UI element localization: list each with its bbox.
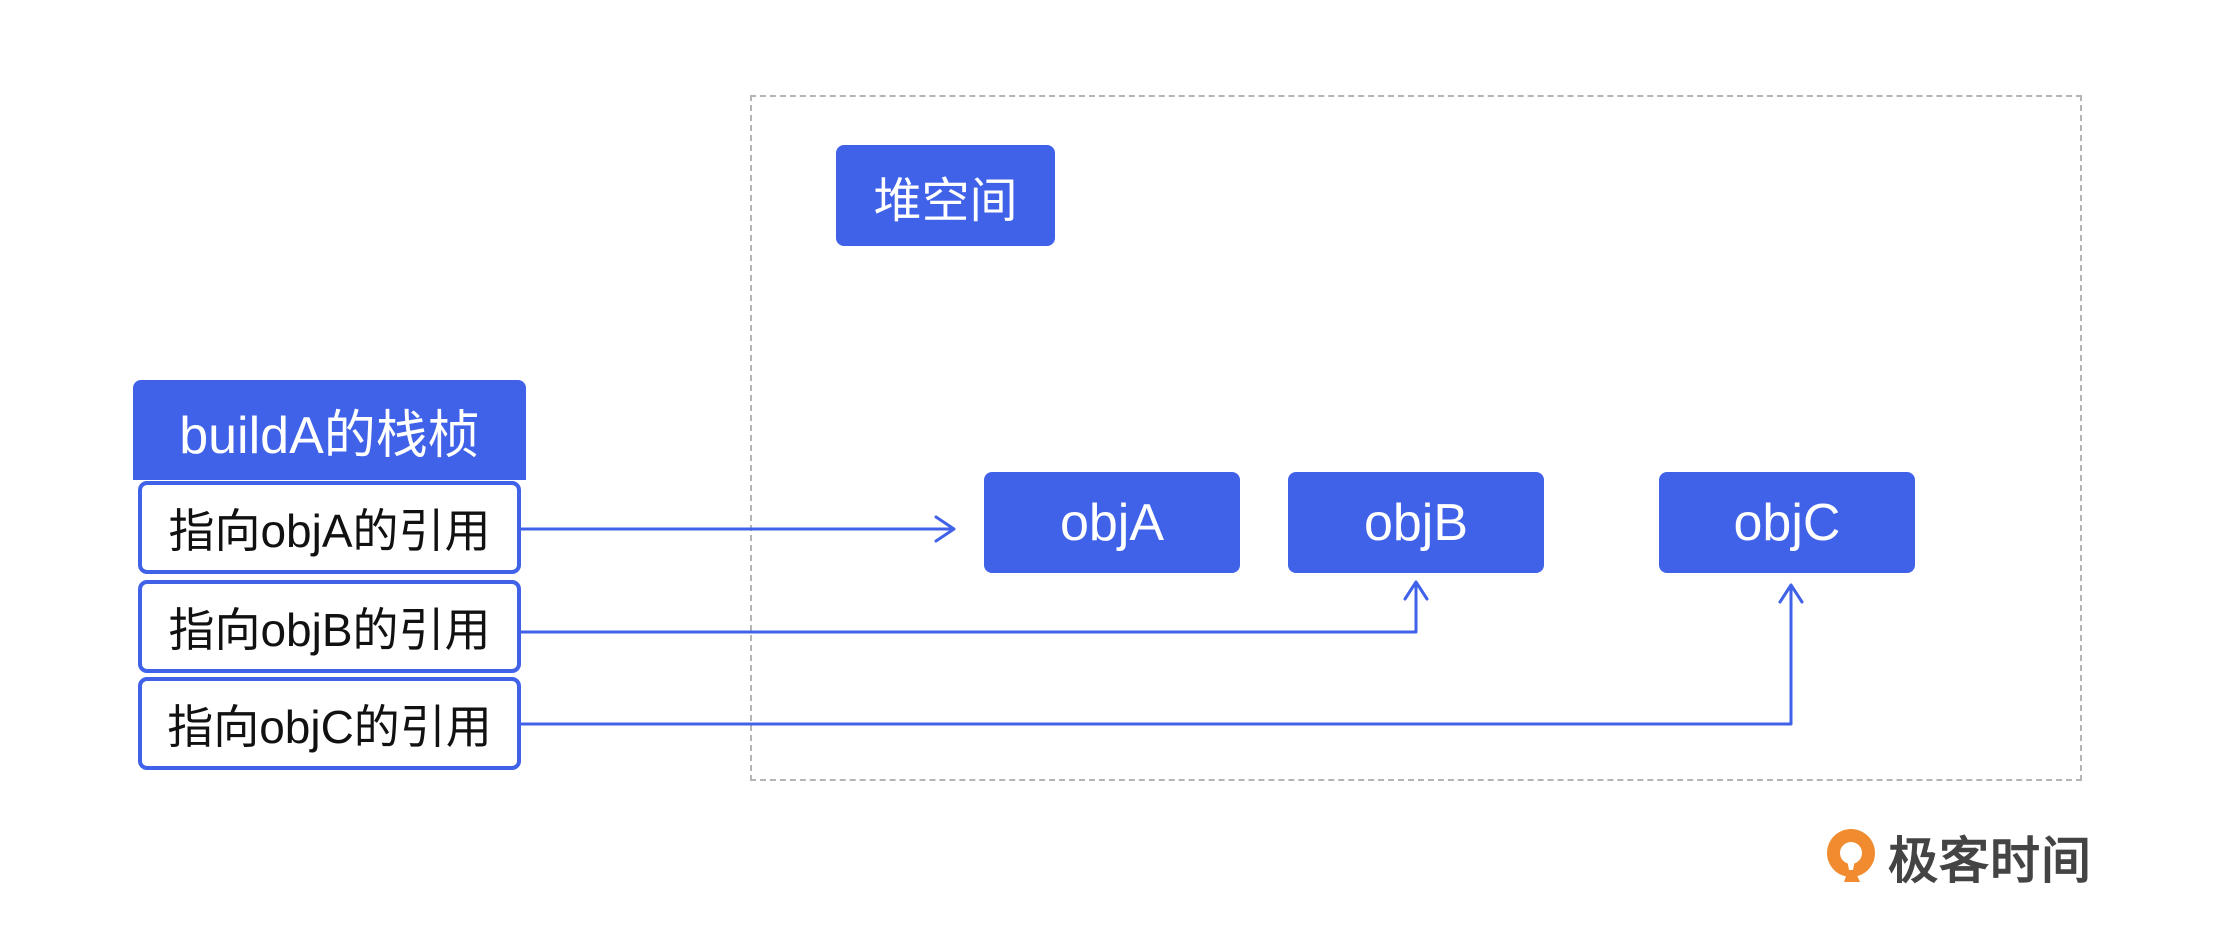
arrow-to-object-b — [519, 580, 1429, 634]
reference-row-a: 指向objA的引用 — [138, 481, 521, 574]
logo-icon — [1827, 829, 1875, 882]
object-b: objB — [1288, 472, 1544, 573]
heap-region — [750, 95, 2082, 781]
arrow-to-object-c — [519, 583, 1804, 726]
object-a: objA — [984, 472, 1240, 573]
arrow-to-object-a — [519, 515, 956, 543]
reference-row-c: 指向objC的引用 — [138, 677, 521, 770]
heap-label: 堆空间 — [836, 145, 1055, 246]
brand-logo: 极客时间 — [1822, 822, 2092, 892]
reference-row-b: 指向objB的引用 — [138, 580, 521, 673]
stack-frame-title: buildA的栈桢 — [133, 380, 526, 480]
logo-text: 极客时间 — [1888, 833, 2092, 889]
object-c: objC — [1659, 472, 1915, 573]
